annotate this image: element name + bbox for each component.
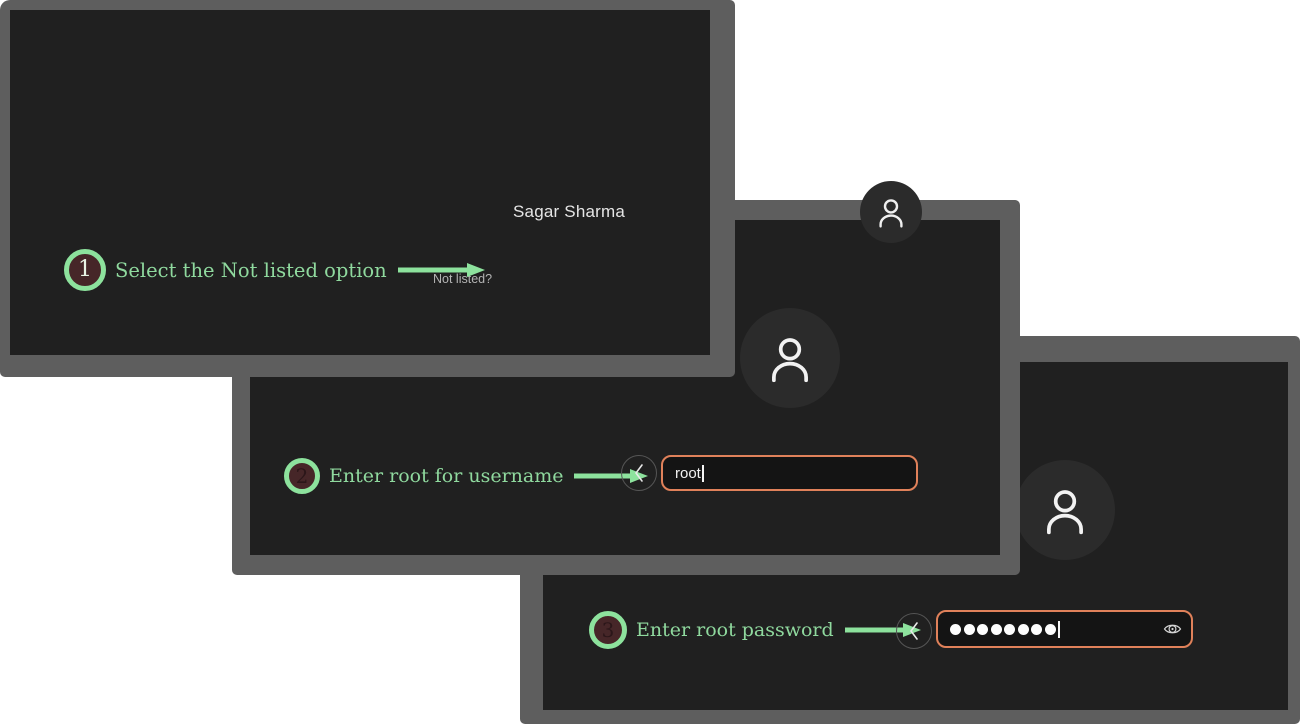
step-3-badge: 3 [589,611,627,649]
user-display-name: Sagar Sharma [513,202,626,221]
eye-icon [1163,624,1182,634]
password-dot [963,623,975,635]
user-avatar-icon [740,308,840,408]
password-dot [1031,623,1042,635]
login-screen-user-select: Sagar Sharma Not listed? 1 Select the No… [10,10,922,355]
password-dot [1044,623,1056,635]
annotation-step-3: 3 Enter root password [589,611,921,649]
step-2-label: Enter root for username [329,465,564,487]
step-number: 2 [295,464,309,488]
chevron-left-icon [910,622,918,640]
step-1-label: Select the Not listed option [115,258,387,282]
step-3-label: Enter root password [636,619,834,641]
screenshot-frame-1: Sagar Sharma Not listed? 1 Select the No… [0,0,922,377]
annotation-step-2: 2 Enter root for username [284,458,649,494]
text-cursor [1057,620,1060,638]
user-list-item[interactable]: Sagar Sharma [435,181,922,243]
password-dot [950,623,961,635]
user-avatar-icon [1015,460,1115,560]
password-masked-dots [950,623,1056,635]
username-input[interactable]: root [661,455,918,491]
password-dot [977,623,988,635]
back-button[interactable] [896,613,932,649]
password-input[interactable] [936,610,1193,648]
chevron-left-icon [635,464,643,482]
step-1-badge: 1 [64,249,106,291]
back-button[interactable] [621,455,657,491]
text-cursor [701,464,704,482]
password-dot [990,623,1002,635]
step-2-badge: 2 [284,458,320,494]
step-number: 1 [78,257,92,282]
password-dot [1017,623,1029,635]
password-dot [1004,623,1015,635]
step-number: 3 [601,618,615,642]
username-value: root [675,464,701,482]
screenshot-frame-2: 2 Enter root for username root [232,200,1020,575]
not-listed-option[interactable]: Not listed? [433,272,493,286]
arrow-right-icon [397,263,485,277]
user-avatar-icon [860,181,922,243]
password-reveal-button[interactable] [1163,620,1182,639]
annotation-step-1: 1 Select the Not listed option [64,249,485,291]
